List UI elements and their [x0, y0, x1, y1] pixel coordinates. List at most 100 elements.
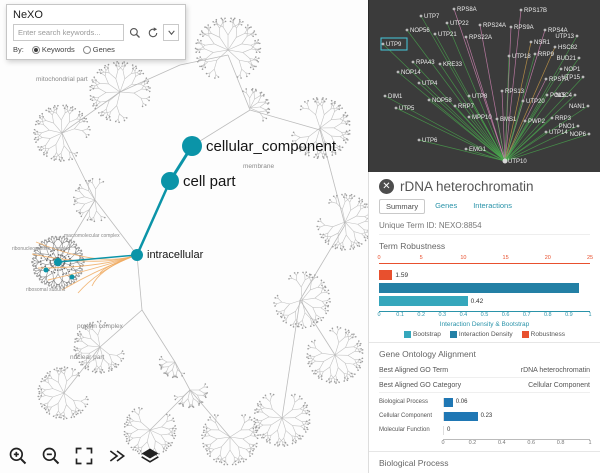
tree-node-dot [123, 119, 126, 122]
tree-node-dot [354, 336, 357, 338]
gene-node-rrp3[interactable]: RRP3 [550, 116, 572, 122]
term-node-intracellular[interactable] [131, 249, 143, 261]
term-node-cell-part[interactable] [161, 172, 179, 190]
gene-node-rps24a[interactable]: RPS24A [478, 23, 506, 29]
gene-node-rps9a[interactable]: RPS9A [509, 25, 534, 31]
term-node-cellular-component[interactable] [182, 136, 202, 156]
svg-text:UTP10: UTP10 [508, 159, 527, 165]
gene-node-utp20[interactable]: UTP20 [521, 99, 546, 105]
tree-branch [43, 380, 49, 383]
tree-branch [277, 437, 280, 443]
gene-node-rps8a[interactable]: RPS8A [452, 7, 477, 13]
gene-node-nsr1[interactable]: NSR1 [529, 40, 551, 46]
tree-node-dot [38, 392, 41, 395]
search-icon[interactable] [127, 25, 142, 40]
gene-node-rrp9[interactable]: RRP9 [533, 52, 555, 58]
gene-node-pol5[interactable]: POL5 [545, 93, 566, 99]
gene-node-noc4[interactable]: NOC4 [555, 93, 577, 99]
double-chevron-icon[interactable] [105, 444, 129, 468]
gene-node-utp18[interactable]: UTP18 [507, 54, 532, 60]
gene-node-utp14[interactable]: UTP14 [544, 130, 569, 136]
gene-node-rps13[interactable]: RPS13 [500, 89, 525, 95]
refresh-icon[interactable] [145, 25, 160, 40]
gene-node-emg1[interactable]: EMG1 [464, 147, 487, 153]
gene-node-bms1[interactable]: BMS1 [495, 117, 517, 123]
layers-button[interactable] [138, 444, 162, 468]
tree-branch [88, 190, 96, 201]
tree-node-dot [237, 461, 240, 464]
gene-node-nop58[interactable]: NOP58 [427, 98, 453, 104]
gene-node-rps4a[interactable]: RPS4A [543, 28, 568, 34]
gene-node-bud21[interactable]: BUD21 [557, 56, 581, 62]
radio-keywords[interactable]: Keywords [31, 45, 75, 54]
tree-branch [206, 426, 212, 431]
gene-node-kre33[interactable]: KRE33 [438, 62, 463, 68]
radio-keywords-control[interactable] [31, 45, 40, 54]
tree-branch [208, 36, 215, 45]
ontology-tree-canvas[interactable] [0, 0, 368, 473]
tree-branch [61, 280, 67, 283]
close-icon[interactable]: ✕ [379, 179, 394, 194]
axis-tick: 5 [419, 255, 423, 261]
tree-node-dot [262, 436, 265, 439]
gene-node-utp6[interactable]: UTP6 [417, 138, 438, 144]
tab-summary[interactable]: Summary [379, 199, 426, 214]
gene-node-rrp7[interactable]: RRP7 [453, 104, 475, 110]
radio-genes[interactable]: Genes [82, 45, 115, 54]
tab-genes[interactable]: Genes [435, 201, 458, 210]
gene-node-mpp10[interactable]: MPP10 [467, 115, 493, 121]
svg-text:UTP4: UTP4 [422, 81, 438, 87]
gene-node-dim1[interactable]: DIM1 [383, 94, 403, 100]
zoom-in-button[interactable] [6, 444, 30, 468]
gene-node-utp22[interactable]: UTP22 [445, 21, 470, 27]
zoom-out-button[interactable] [39, 444, 63, 468]
gene-node-nop14[interactable]: NOP14 [396, 70, 422, 76]
tree-node-dot [308, 154, 310, 157]
gene-node-utp9[interactable]: UTP9 [380, 37, 408, 51]
gene-node-utp13[interactable]: UTP13 [555, 34, 579, 40]
fit-view-button[interactable] [72, 444, 96, 468]
tree-node-dot [87, 180, 90, 182]
tree-branch [239, 59, 249, 63]
gene-node-rps7a[interactable]: RPS7A [544, 77, 569, 83]
gene-node-pwp2[interactable]: PWP2 [523, 119, 546, 125]
tree-branch [131, 76, 136, 85]
tree-branch [56, 153, 62, 157]
gene-node-utp21[interactable]: UTP21 [433, 32, 458, 38]
gene-node-utp5[interactable]: UTP5 [394, 106, 415, 112]
gene-node-utp10[interactable]: UTP10 [502, 158, 528, 166]
tree-node-dot [75, 274, 78, 277]
search-input[interactable] [13, 24, 124, 41]
tree-branch [91, 325, 94, 330]
tree-node-dot [34, 136, 37, 139]
gene-node-pno1[interactable]: PNO1 [559, 124, 580, 130]
tree-node-dot [280, 316, 283, 319]
gene-node-utp8[interactable]: UTP8 [467, 94, 488, 100]
gene-node-rpa43[interactable]: RPA43 [411, 60, 436, 66]
dropdown-toggle[interactable] [163, 24, 179, 41]
gene-node-nop56[interactable]: NOP56 [405, 28, 431, 34]
tree-node-dot [204, 423, 207, 426]
tree-node-dot [104, 64, 106, 67]
radio-genes-control[interactable] [82, 45, 91, 54]
gene-node-utp7[interactable]: UTP7 [419, 14, 440, 20]
tree-branch [55, 144, 57, 153]
tree-node-dot [37, 146, 39, 148]
tree-node-dot [314, 153, 317, 156]
tab-interactions[interactable]: Interactions [473, 201, 512, 210]
tree-branch [244, 33, 251, 35]
gene-node-rps17b[interactable]: RPS17B [519, 8, 547, 14]
gene-node-rps22a[interactable]: RPS22A [464, 35, 492, 41]
gene-node-utp4[interactable]: UTP4 [417, 81, 438, 87]
gene-node-utp15[interactable]: UTP15 [561, 75, 585, 81]
tree-branch [344, 221, 358, 225]
tree-branch [292, 408, 301, 411]
gene-node-hsc82[interactable]: HSC82 [553, 45, 578, 51]
gene-node-nop1[interactable]: NOP1 [559, 67, 581, 73]
gene-node-nan1[interactable]: NAN1 [569, 104, 590, 110]
gene-node-nop6[interactable]: NOP6 [570, 132, 591, 138]
